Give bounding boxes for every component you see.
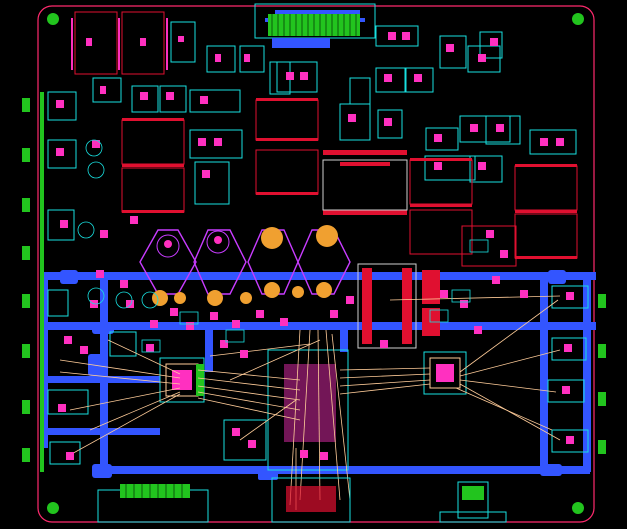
bottom-connector-center[interactable] [271, 477, 351, 523]
copper-junction-pads [60, 270, 566, 480]
top-header-connector[interactable] [254, 3, 376, 48]
ic-center-bga[interactable] [267, 349, 349, 471]
inductor-5[interactable] [174, 286, 304, 304]
left-edge-connectors [22, 92, 44, 472]
inductor-2[interactable] [193, 229, 247, 306]
mounting-hole-top-left[interactable] [47, 13, 59, 25]
top-left-ic-block[interactable] [71, 11, 168, 75]
inductor-1[interactable] [139, 229, 197, 306]
ic-left[interactable] [165, 363, 204, 397]
right-side-footprints [423, 285, 589, 453]
bottom-connector-left[interactable] [97, 484, 209, 523]
bottom-connector-right[interactable] [439, 481, 507, 523]
right-edge-connectors [598, 294, 606, 454]
main-processor[interactable] [322, 159, 408, 211]
mounting-hole-bottom-right[interactable] [572, 502, 584, 514]
passive-outlines [77, 139, 489, 353]
inductor-4[interactable] [297, 225, 351, 298]
ic-right[interactable] [429, 357, 461, 389]
left-side-footprints [47, 91, 267, 465]
mounting-hole-top-right[interactable] [572, 13, 584, 25]
ic-pad-rows [122, 98, 577, 259]
ratsnest-lines [59, 295, 561, 510]
mounting-holes [47, 13, 584, 514]
inductors [139, 225, 351, 306]
silkscreen-footprints [92, 21, 577, 205]
mounting-hole-bottom-left[interactable] [47, 502, 59, 514]
